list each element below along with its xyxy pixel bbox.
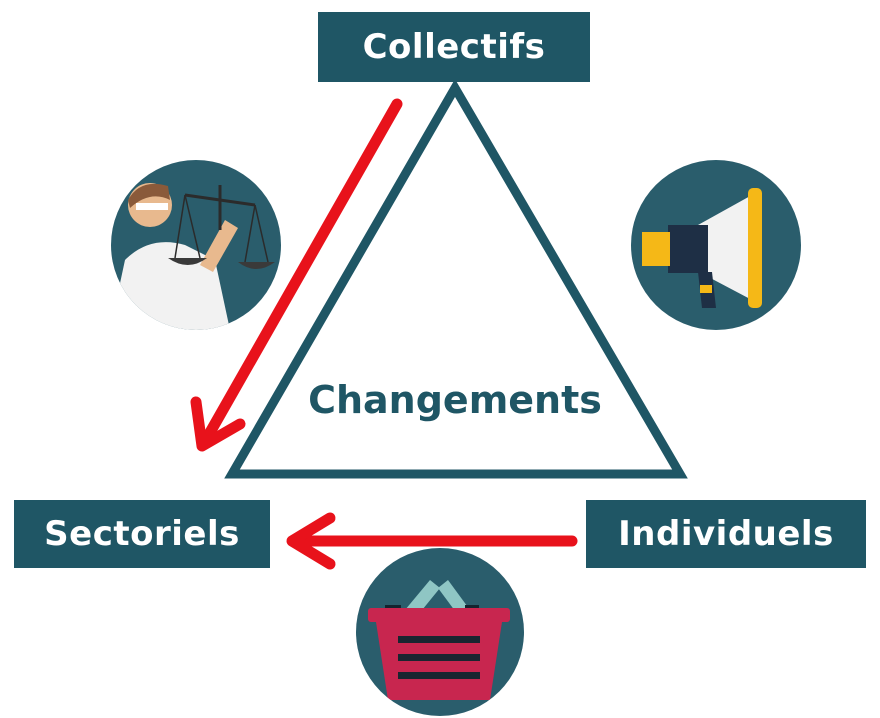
scales-of-justice-icon [111,160,281,330]
arrow-collectifs-to-sectoriels [190,98,403,452]
changes-triangle [224,79,688,479]
arrow-individuels-to-sectoriels [286,512,578,570]
node-collectifs: Collectifs [318,12,590,82]
node-individuels: Individuels [586,500,866,568]
center-label-changements: Changements [308,378,602,422]
shopping-basket-icon [356,548,524,716]
megaphone-icon [631,160,801,330]
node-sectoriels: Sectoriels [14,500,270,568]
